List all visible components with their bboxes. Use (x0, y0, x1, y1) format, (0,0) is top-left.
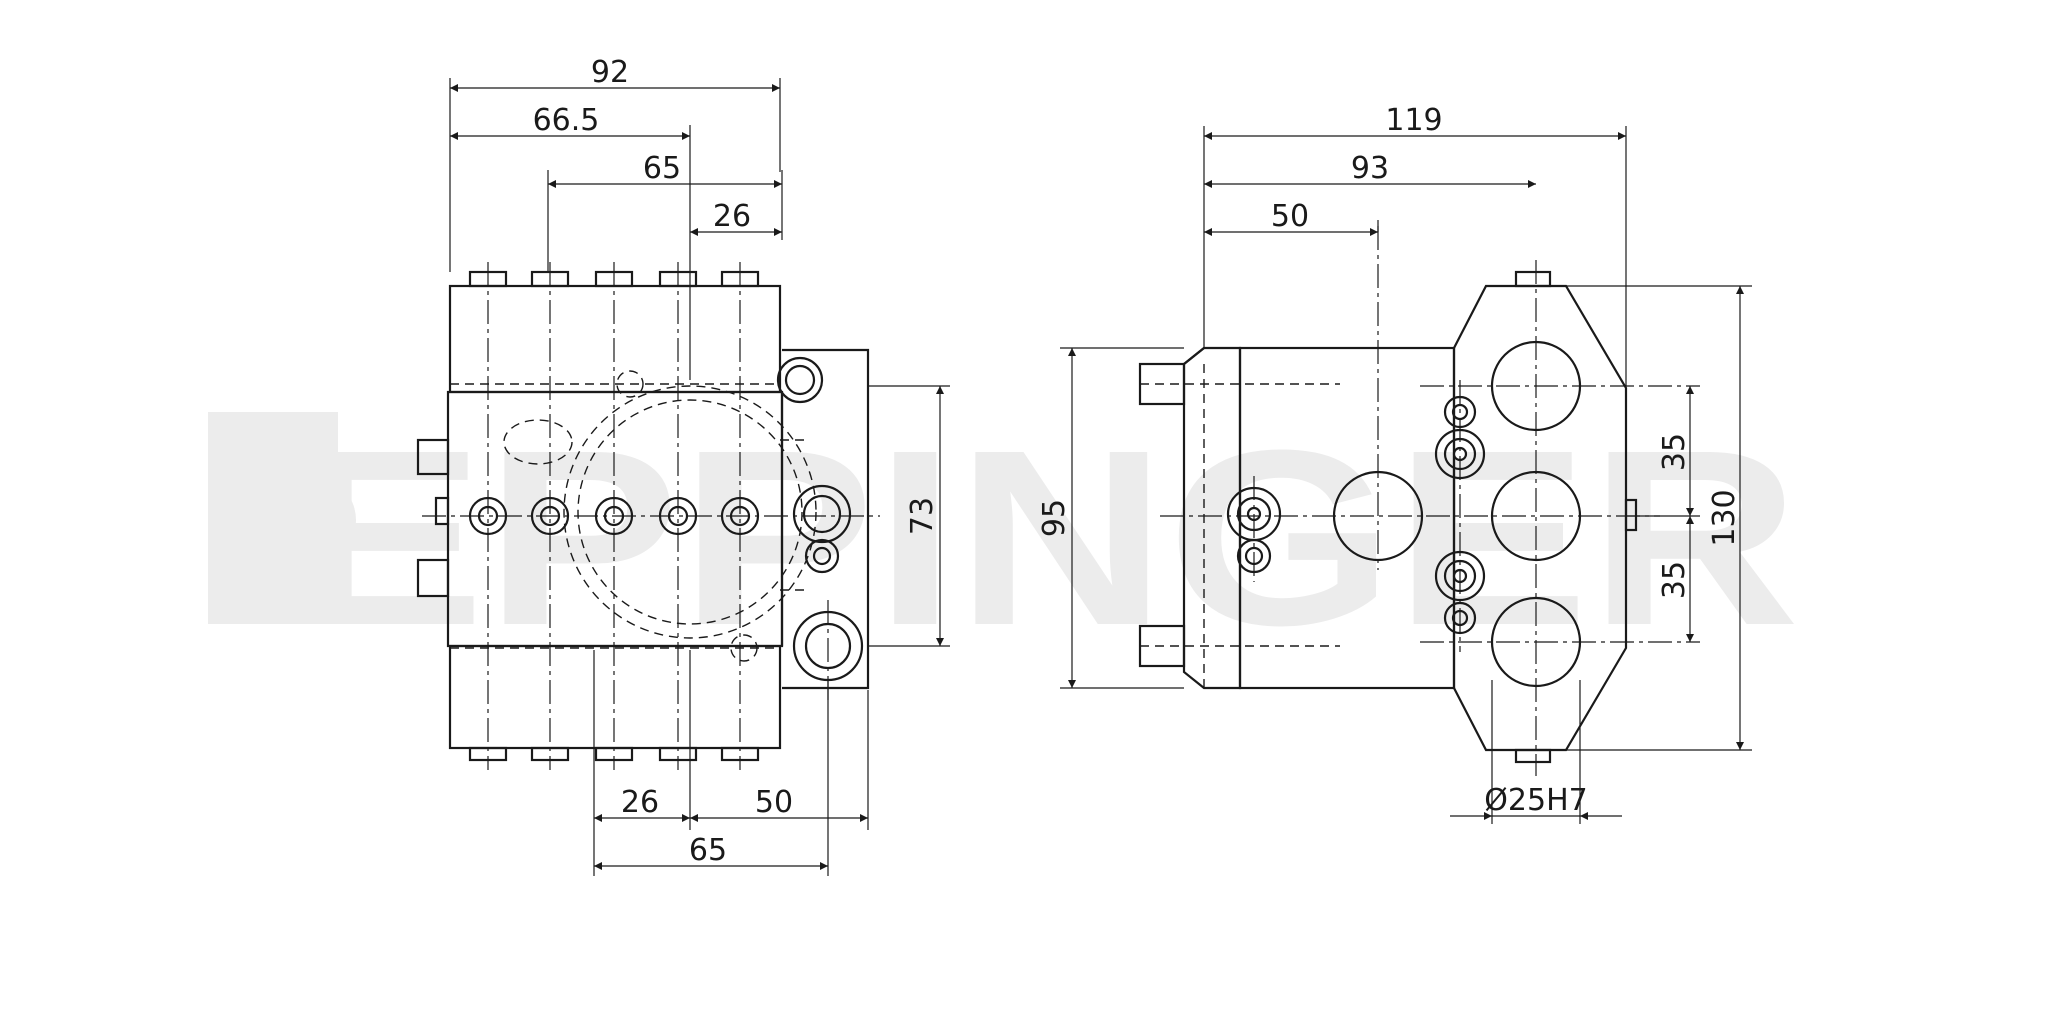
side-view-body (416, 284, 870, 750)
dim-73: 73 (905, 497, 940, 535)
dim-93: 93 (1351, 151, 1389, 186)
side-view-hidden-lines (450, 370, 817, 662)
front-view-dimensions: 119 93 50 95 35 35 130 Ø25H7 (1037, 103, 1744, 820)
eppinger-watermark: EPPINGER (208, 398, 1800, 677)
dim-95: 95 (1037, 499, 1072, 537)
side-view-extension-lines (449, 78, 950, 876)
side-view-dimensions: 92 66.5 65 26 73 26 50 65 (450, 55, 944, 870)
watermark-text: EPPINGER (290, 398, 1800, 677)
front-view-hidden-lines (1140, 364, 1340, 688)
front-view: 119 93 50 95 35 35 130 Ø25H7 (1037, 103, 1752, 824)
dim-35-lower: 35 (1657, 561, 1692, 599)
side-view: 92 66.5 65 26 73 26 50 65 (416, 55, 950, 876)
dim-26-top: 26 (713, 199, 751, 234)
dim-92: 92 (591, 55, 629, 90)
dim-bore-25h7: Ø25H7 (1484, 783, 1587, 818)
dim-65-bottom: 65 (689, 833, 727, 868)
dim-50-bottom: 50 (755, 785, 793, 820)
side-view-centerlines (422, 262, 880, 770)
dim-66-5: 66.5 (533, 103, 600, 138)
dim-50-top: 50 (1271, 199, 1309, 234)
dim-65-top: 65 (643, 151, 681, 186)
dim-35-upper: 35 (1657, 433, 1692, 471)
eppinger-logo-icon (208, 412, 356, 624)
dim-26-bottom: 26 (621, 785, 659, 820)
dim-130: 130 (1707, 489, 1742, 546)
front-view-centerlines (1160, 226, 1700, 776)
dim-119: 119 (1385, 103, 1442, 138)
